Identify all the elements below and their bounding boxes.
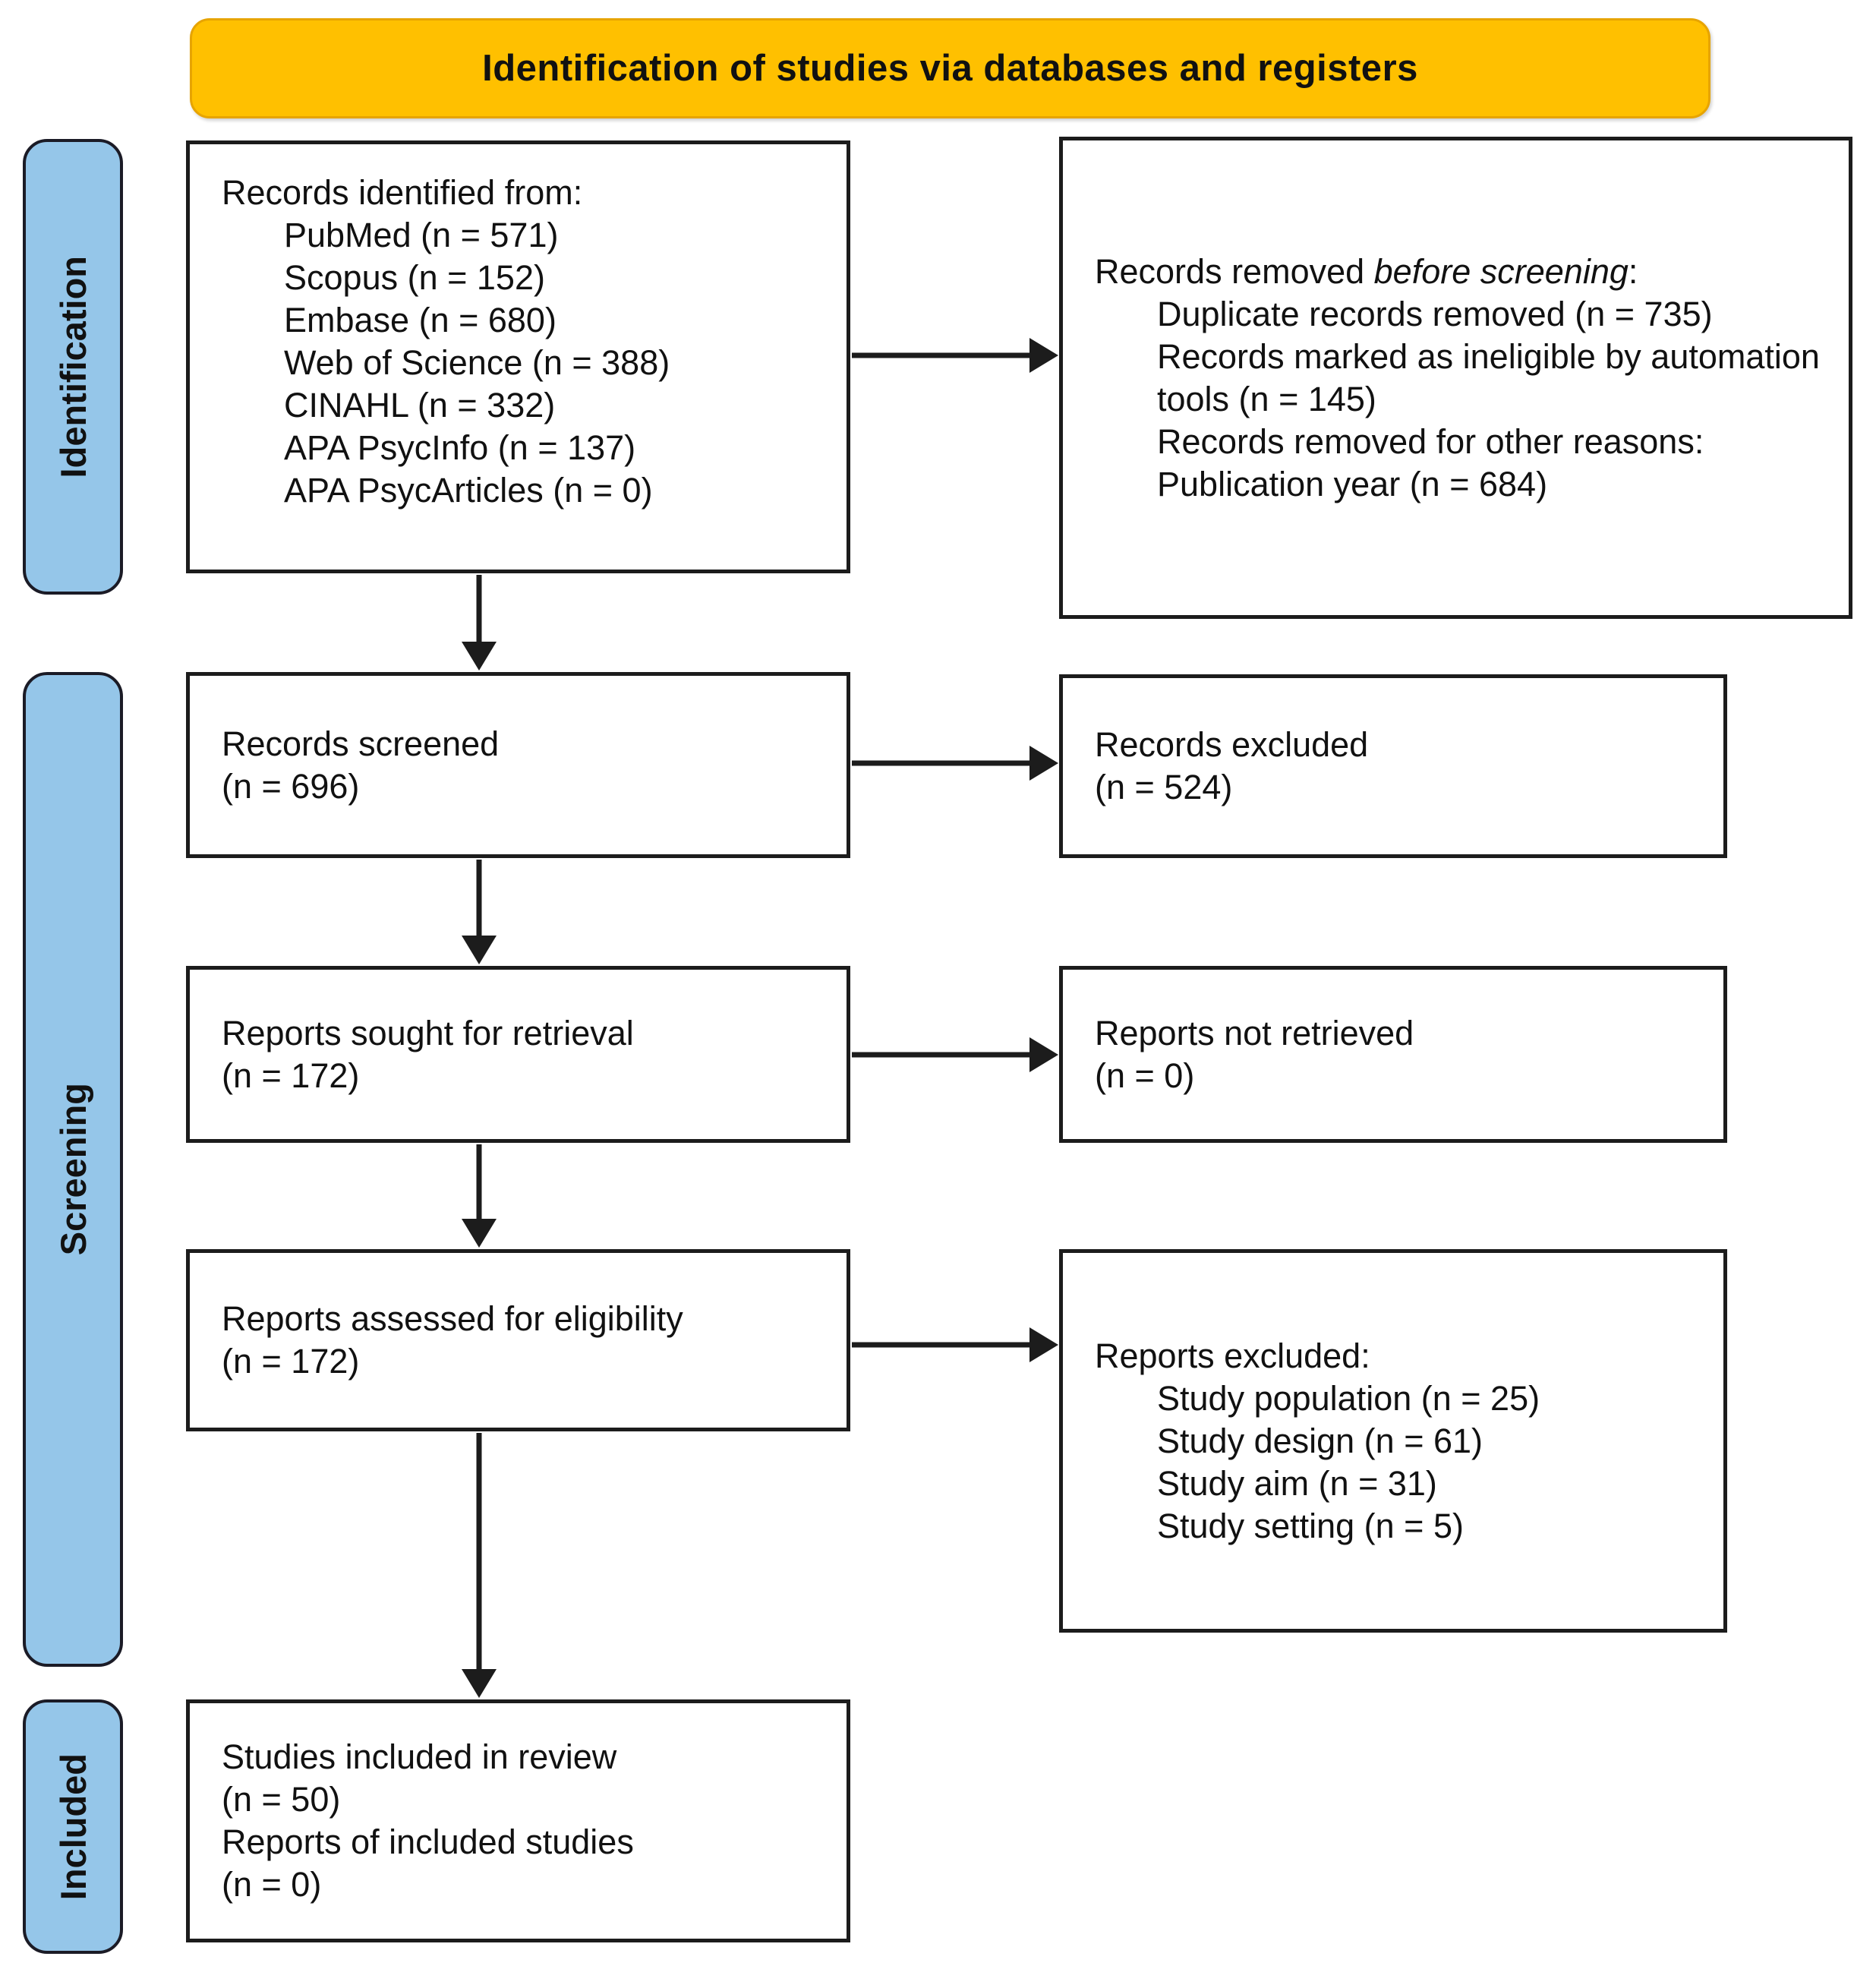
title-banner: Identification of studies via databases … (190, 18, 1710, 118)
reports-sought-count: (n = 172) (222, 1056, 360, 1095)
reports-excluded-item: Study aim (n = 31) (1157, 1463, 1437, 1503)
arrow-head-icon (462, 1669, 497, 1698)
records-removed-item: Duplicate records removed (n = 735) (1157, 294, 1713, 333)
box-reports-assessed: Reports assessed for eligibility (n = 17… (186, 1249, 850, 1431)
arrow-assessed-to-reports-excluded (852, 1327, 1058, 1362)
arrow-shaft (476, 1433, 482, 1674)
arrow-head-icon (1029, 746, 1058, 781)
arrow-sought-to-not-retrieved (852, 1037, 1058, 1072)
records-removed-item: Records marked as ineligible by automati… (1157, 336, 1820, 418)
box-reports-sought: Reports sought for retrieval (n = 172) (186, 966, 850, 1143)
arrow-shaft (852, 352, 1034, 358)
records-identified-item: APA PsycInfo (n = 137) (284, 428, 636, 467)
box-records-identified: Records identified from: PubMed (n = 571… (186, 140, 850, 573)
studies-included-count: (n = 50) (222, 1780, 341, 1819)
records-excluded-count: (n = 524) (1095, 768, 1233, 806)
records-removed-intro-suffix: : (1628, 251, 1638, 291)
studies-included-line: Studies included in review (222, 1737, 617, 1776)
arrow-head-icon (1029, 1037, 1058, 1072)
arrow-shaft (476, 575, 482, 646)
arrow-head-icon (462, 1219, 497, 1248)
reports-assessed-line: Reports assessed for eligibility (222, 1299, 683, 1338)
arrow-head-icon (1029, 338, 1058, 373)
reports-assessed-count: (n = 172) (222, 1342, 360, 1381)
box-records-removed: Records removed before screening: Duplic… (1059, 137, 1852, 619)
arrow-screened-to-excluded (852, 746, 1058, 781)
arrow-assessed-to-included (462, 1433, 497, 1698)
arrow-head-icon (462, 642, 497, 671)
box-studies-included: Studies included in review (n = 50) Repo… (186, 1699, 850, 1942)
stage-tab-included-label: Included (52, 1753, 93, 1901)
records-removed-item: Records removed for other reasons: (1157, 421, 1704, 461)
reports-excluded-intro: Reports excluded: (1095, 1336, 1370, 1375)
reports-of-included-count: (n = 0) (222, 1865, 322, 1904)
arrow-head-icon (1029, 1327, 1058, 1362)
records-identified-item: Scopus (n = 152) (284, 258, 545, 297)
reports-not-retrieved-line: Reports not retrieved (1095, 1013, 1414, 1052)
arrow-shaft (852, 760, 1034, 766)
records-removed-intro-prefix: Records removed (1095, 251, 1374, 291)
arrow-shaft (476, 860, 482, 940)
reports-of-included-line: Reports of included studies (222, 1822, 634, 1861)
records-removed-intro-italic: before screening (1373, 251, 1628, 291)
records-identified-item: PubMed (n = 571) (284, 216, 559, 254)
records-screened-count: (n = 696) (222, 766, 360, 806)
records-identified-item: Embase (n = 680) (284, 301, 556, 339)
arrow-screened-to-sought (462, 860, 497, 964)
arrow-sought-to-assessed (462, 1144, 497, 1248)
box-reports-excluded: Reports excluded: Study population (n = … (1059, 1249, 1727, 1633)
box-records-excluded: Records excluded (n = 524) (1059, 674, 1727, 858)
arrow-identified-to-removed (852, 338, 1058, 373)
records-identified-intro: Records identified from: (222, 173, 583, 212)
arrow-shaft (852, 1342, 1034, 1348)
records-removed-item: Publication year (n = 684) (1157, 464, 1548, 503)
box-reports-not-retrieved: Reports not retrieved (n = 0) (1059, 966, 1727, 1143)
reports-excluded-item: Study population (n = 25) (1157, 1378, 1540, 1418)
stage-tab-screening-label: Screening (52, 1083, 93, 1256)
records-identified-item: Web of Science (n = 388) (284, 343, 670, 382)
arrow-shaft (852, 1052, 1034, 1058)
stage-tab-screening: Screening (23, 672, 123, 1667)
records-removed-intro: Records removed before screening: (1095, 251, 1833, 293)
stage-tab-identification-label: Identification (52, 255, 93, 478)
arrow-identified-to-screened (462, 575, 497, 671)
records-identified-item: CINAHL (n = 332) (284, 386, 556, 424)
stage-tab-included: Included (23, 1699, 123, 1954)
reports-sought-line: Reports sought for retrieval (222, 1013, 634, 1052)
diagram-title: Identification of studies via databases … (482, 48, 1418, 89)
records-excluded-line: Records excluded (1095, 725, 1369, 764)
arrow-head-icon (462, 936, 497, 964)
records-identified-item: APA PsycArticles (n = 0) (284, 471, 653, 510)
stage-tab-identification: Identification (23, 139, 123, 595)
reports-excluded-item: Study design (n = 61) (1157, 1421, 1483, 1460)
arrow-shaft (476, 1144, 482, 1223)
records-screened-line: Records screened (222, 724, 500, 763)
reports-not-retrieved-count: (n = 0) (1095, 1056, 1195, 1095)
box-records-screened: Records screened (n = 696) (186, 672, 850, 858)
reports-excluded-item: Study setting (n = 5) (1157, 1506, 1464, 1545)
